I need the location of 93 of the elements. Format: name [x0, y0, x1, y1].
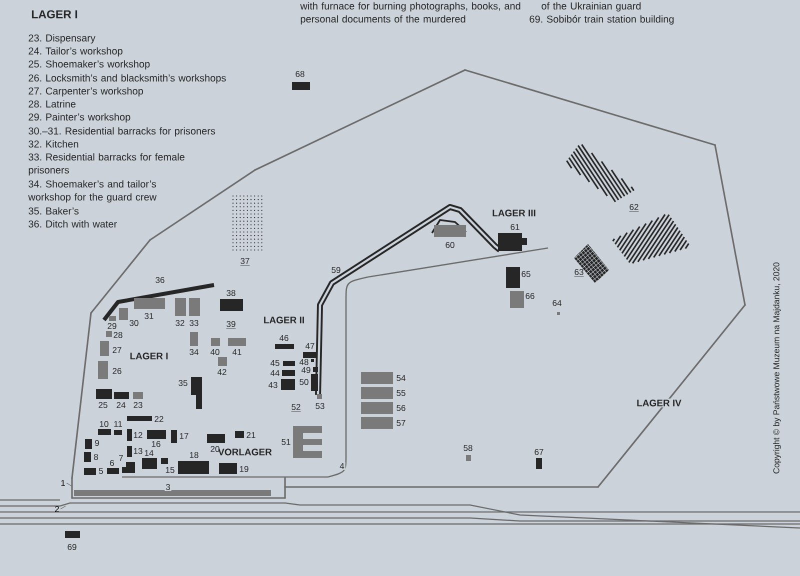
callout-number: 60 — [446, 242, 454, 248]
callout-number: 13 — [134, 448, 142, 454]
legend-item: 25. Shoemaker’s workshop — [28, 60, 150, 70]
legend-item: with furnace for burning photographs, books, and personal documents of the murdered — [300, 2, 520, 24]
area-label: LAGER III — [492, 210, 536, 216]
callout-number: 15 — [166, 467, 174, 473]
callout-number: 57 — [396, 420, 406, 426]
callout-number: 58 — [464, 445, 472, 451]
callout-number: 22 — [154, 416, 164, 422]
legend-item: 33. Residential barracks for female prisoners — [28, 153, 184, 176]
callout-number: 68 — [296, 71, 304, 77]
callout-number: 5 — [98, 468, 104, 474]
callout-number: 26 — [112, 368, 122, 374]
callout-number: 24 — [116, 402, 126, 408]
callout-number: 1 — [61, 480, 65, 486]
legend-item: 35. Baker’s — [28, 207, 79, 215]
callout-number: 16 — [152, 441, 160, 447]
callout-number: 35 — [178, 380, 188, 386]
legend-item: 32. Kitchen — [28, 140, 78, 148]
callout-number: 63 — [574, 269, 584, 277]
callout-number: 40 — [210, 349, 220, 355]
callout-number: 10 — [100, 421, 108, 427]
legend-heading: LAGER I — [32, 10, 78, 18]
callout-number: 19 — [240, 466, 248, 472]
callout-number: 33 — [190, 320, 198, 326]
callout-number: 12 — [134, 432, 142, 438]
callout-number: 38 — [226, 290, 236, 296]
legend-item: 23. Dispensary — [28, 34, 96, 44]
callout-number: 49 — [301, 367, 310, 373]
area-label: LAGER IV — [636, 398, 682, 408]
callout-number: 46 — [279, 335, 288, 341]
callout-number: 7 — [119, 455, 123, 461]
callout-number: 37 — [240, 258, 250, 266]
callout-number: 69 — [68, 544, 76, 550]
callout-number: 4 — [338, 462, 346, 470]
callout-number: 6 — [110, 460, 114, 466]
legend-item: 27. Carpenter’s workshop — [28, 87, 143, 96]
leader-line — [60, 506, 66, 510]
callout-number: 42 — [217, 369, 226, 375]
callout-number: 31 — [144, 313, 154, 319]
callout-number: 56 — [396, 405, 406, 411]
callout-number: 61 — [510, 224, 520, 230]
callout-number: 54 — [396, 375, 406, 381]
callout-number: 44 — [270, 370, 280, 376]
legend-item: of the Ukrainian guard — [542, 2, 641, 12]
callout-number: 8 — [94, 454, 98, 460]
callout-number: 51 — [282, 439, 290, 445]
legend-item: 36. Ditch with water — [28, 220, 117, 228]
callout-number: 67 — [534, 449, 544, 455]
area-label: LAGER I — [130, 352, 168, 360]
callout-number: 66 — [526, 293, 534, 299]
callout-number: 53 — [316, 403, 324, 409]
callout-number: 11 — [114, 421, 122, 427]
callout-number: 65 — [522, 271, 530, 277]
leader-line — [66, 482, 72, 486]
callout-number: 20 — [210, 446, 220, 452]
callout-number: 47 — [305, 343, 314, 349]
callout-number: 36 — [156, 277, 164, 283]
legend-item: 69. Sobibór train station building — [530, 15, 674, 25]
callout-number: 62 — [629, 204, 639, 212]
callout-number: 48 — [299, 359, 308, 365]
legend-item: 34. Shoemaker’s and tailor’s workshop for the guard crew — [28, 180, 157, 202]
callout-number: 30 — [130, 320, 138, 326]
callout-number: 50 — [300, 379, 308, 385]
callout-number: 14 — [144, 450, 154, 456]
callout-number: 32 — [176, 320, 184, 326]
callout-number: 18 — [190, 452, 198, 458]
legend-item: 30.–31. Residential barracks for prisoners — [28, 127, 216, 136]
legend-item: 26. Locksmith’s and blacksmith’s workshops — [28, 74, 226, 84]
callout-number: 52 — [291, 404, 301, 412]
callout-number: 21 — [246, 432, 256, 438]
callout-number: 2 — [55, 506, 59, 512]
legend-item: 24. Tailor’s workshop — [28, 47, 122, 56]
callout-number: 34 — [190, 349, 198, 355]
area-label: LAGER II — [264, 316, 304, 324]
callout-number: 64 — [552, 300, 562, 306]
legend-item: 28. Latrine — [28, 100, 76, 108]
callout-number: 23 — [134, 402, 142, 408]
callout-number: 55 — [396, 390, 406, 396]
callout-number: 17 — [180, 433, 188, 439]
callout-number: 25 — [98, 402, 108, 408]
callout-number: 9 — [95, 440, 99, 446]
callout-number: 41 — [232, 349, 242, 355]
callout-number: 39 — [226, 321, 236, 329]
callout-number: 45 — [270, 360, 280, 366]
callout-number: 29 — [108, 323, 116, 329]
callout-number: 27 — [112, 347, 122, 353]
copyright-notice: Copyright © by Państwowe Muzeum na Majdanku, 2020 — [773, 262, 782, 474]
legend-item: 29. Painter’s workshop — [28, 113, 130, 122]
callout-number: 43 — [268, 382, 278, 388]
callout-number: 28 — [114, 332, 122, 338]
area-label: VORLAGER — [218, 448, 272, 456]
callout-number: 59 — [332, 267, 340, 273]
